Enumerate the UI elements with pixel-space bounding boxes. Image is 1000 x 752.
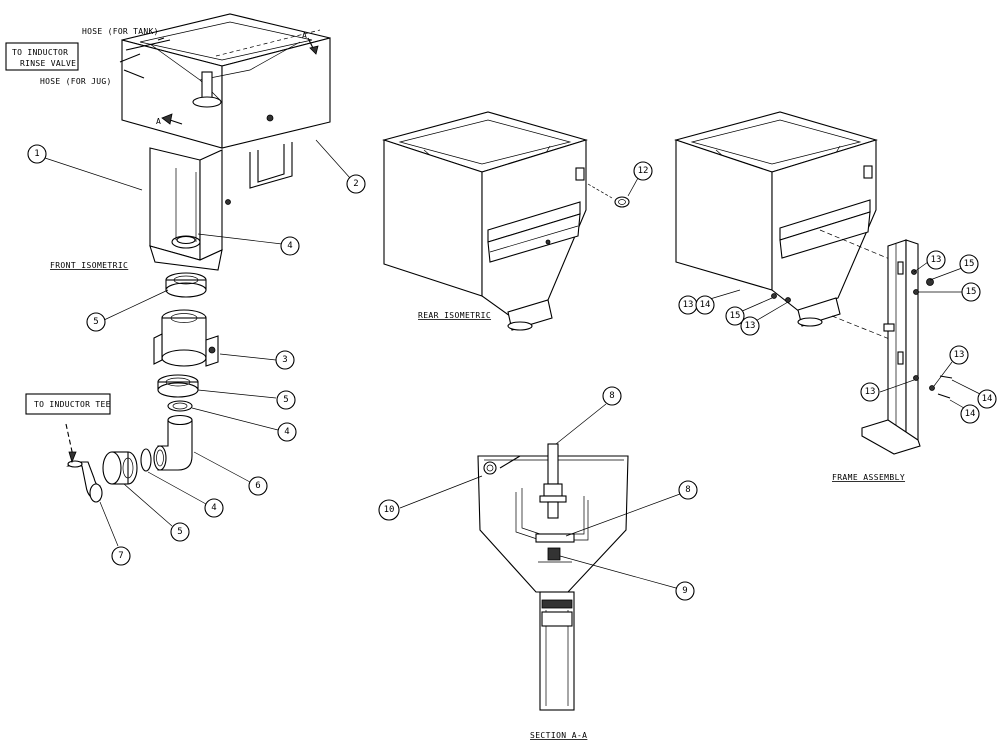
- callout-14-b: [977, 389, 997, 409]
- adapter-part-5-lower: [102, 451, 138, 485]
- rinse-valve-label-line-1: TO INDUCTOR: [12, 48, 68, 57]
- section-rinse-nozzle: [547, 443, 559, 485]
- rear-isometric-view: [382, 111, 630, 331]
- callout-10: [378, 499, 400, 521]
- callout-4-middle: [277, 422, 297, 442]
- svg-text:14: 14: [700, 300, 711, 310]
- part-12-ring: [614, 196, 630, 208]
- front-isometric-title: FRONT ISOMETRIC: [50, 261, 128, 270]
- inductor-tee-leader: [65, 423, 74, 457]
- svg-text:3: 3: [282, 355, 287, 365]
- frame-assembly-title: FRAME ASSEMBLY: [832, 473, 905, 482]
- callout-8-lower: [678, 480, 698, 500]
- svg-text:4: 4: [287, 241, 292, 251]
- callout-4-upper: [280, 236, 300, 256]
- callout-5-upper: [86, 312, 106, 332]
- callout-2: [346, 174, 366, 194]
- callout-12: [633, 161, 653, 181]
- section-outlet-pipe: [539, 591, 575, 711]
- valve-part-3: [153, 309, 219, 367]
- callout-15-a: [959, 254, 979, 274]
- svg-text:13: 13: [954, 350, 965, 360]
- callout-3: [275, 350, 295, 370]
- svg-text:5: 5: [283, 395, 288, 405]
- svg-text:6: 6: [255, 481, 260, 491]
- front-tank-right-face: [221, 37, 331, 149]
- callout-14-a: [695, 295, 715, 315]
- svg-text:9: 9: [682, 586, 687, 596]
- svg-text:15: 15: [966, 287, 977, 297]
- callout-9: [675, 581, 695, 601]
- rinse-valve-label-line-2: RINSE VALVE: [20, 59, 76, 68]
- svg-text:15: 15: [964, 259, 975, 269]
- svg-text:13: 13: [745, 321, 756, 331]
- section-a-a-title: SECTION A-A: [530, 731, 587, 740]
- svg-text:8: 8: [609, 391, 614, 401]
- svg-text:2: 2: [353, 179, 358, 189]
- front-callouts: 1 2 4 5 3 5 4 6 4 5 7: [27, 139, 366, 566]
- svg-text:8: 8: [685, 485, 690, 495]
- svg-text:10: 10: [384, 505, 395, 515]
- gasket-part-4-middle: [167, 400, 193, 412]
- callout-13-a: [926, 250, 946, 270]
- callout-15-b: [961, 282, 981, 302]
- frame-callouts: 13 15 15 13 14 15 13 13 13 14 14: [678, 250, 997, 424]
- svg-text:5: 5: [93, 317, 98, 327]
- frame-post: [861, 239, 921, 455]
- frame-assembly-view: [674, 111, 953, 455]
- inductor-tee-label: TO INDUCTOR TEE: [34, 400, 111, 409]
- svg-text:5: 5: [177, 527, 182, 537]
- section-valve-plate: [535, 533, 575, 543]
- callout-7: [111, 546, 131, 566]
- svg-text:15: 15: [730, 311, 741, 321]
- rinse-valve-box: [5, 42, 79, 71]
- callout-14-c: [960, 404, 980, 424]
- svg-text:7: 7: [118, 551, 123, 561]
- callout-5-lower: [170, 522, 190, 542]
- callout-1: [27, 144, 47, 164]
- front-isometric-view: [65, 13, 331, 503]
- hose-jug-label: HOSE (FOR JUG): [40, 77, 112, 86]
- front-handle: [249, 142, 293, 189]
- svg-text:1: 1: [34, 149, 39, 159]
- callout-15-c: [725, 306, 745, 326]
- elbow-part-6: [153, 414, 193, 471]
- section-callouts: 8 8 9 10: [378, 386, 698, 601]
- callout-13-d: [949, 345, 969, 365]
- svg-text:13: 13: [683, 300, 694, 310]
- callout-5-middle: [276, 390, 296, 410]
- svg-text:4: 4: [211, 503, 216, 513]
- svg-text:14: 14: [965, 409, 976, 419]
- inductor-tee-box: [25, 393, 111, 415]
- callout-8-upper: [602, 386, 622, 406]
- callout-13-e: [860, 382, 880, 402]
- svg-text:13: 13: [865, 387, 876, 397]
- section-marker-a-bottom: A: [156, 117, 161, 126]
- hardware-nut-15: [926, 278, 934, 286]
- callout-13-c: [740, 316, 760, 336]
- frame-foot: [861, 419, 921, 455]
- hose-barb-part-7: [66, 460, 103, 503]
- section-a-a-view: [477, 443, 629, 711]
- hose-tank-label: HOSE (FOR TANK): [82, 27, 159, 36]
- svg-text:4: 4: [284, 427, 289, 437]
- svg-text:13: 13: [931, 255, 942, 265]
- callout-6: [248, 476, 268, 496]
- section-valve-part-9: [547, 547, 561, 561]
- gasket-part-4-lower: [140, 448, 152, 472]
- svg-text:12: 12: [638, 166, 649, 176]
- rear-isometric-title: REAR ISOMETRIC: [418, 311, 491, 320]
- callout-4-lower: [204, 498, 224, 518]
- svg-text:14: 14: [982, 394, 993, 404]
- section-marker-a-top: A: [302, 31, 307, 40]
- front-screw: [266, 114, 274, 122]
